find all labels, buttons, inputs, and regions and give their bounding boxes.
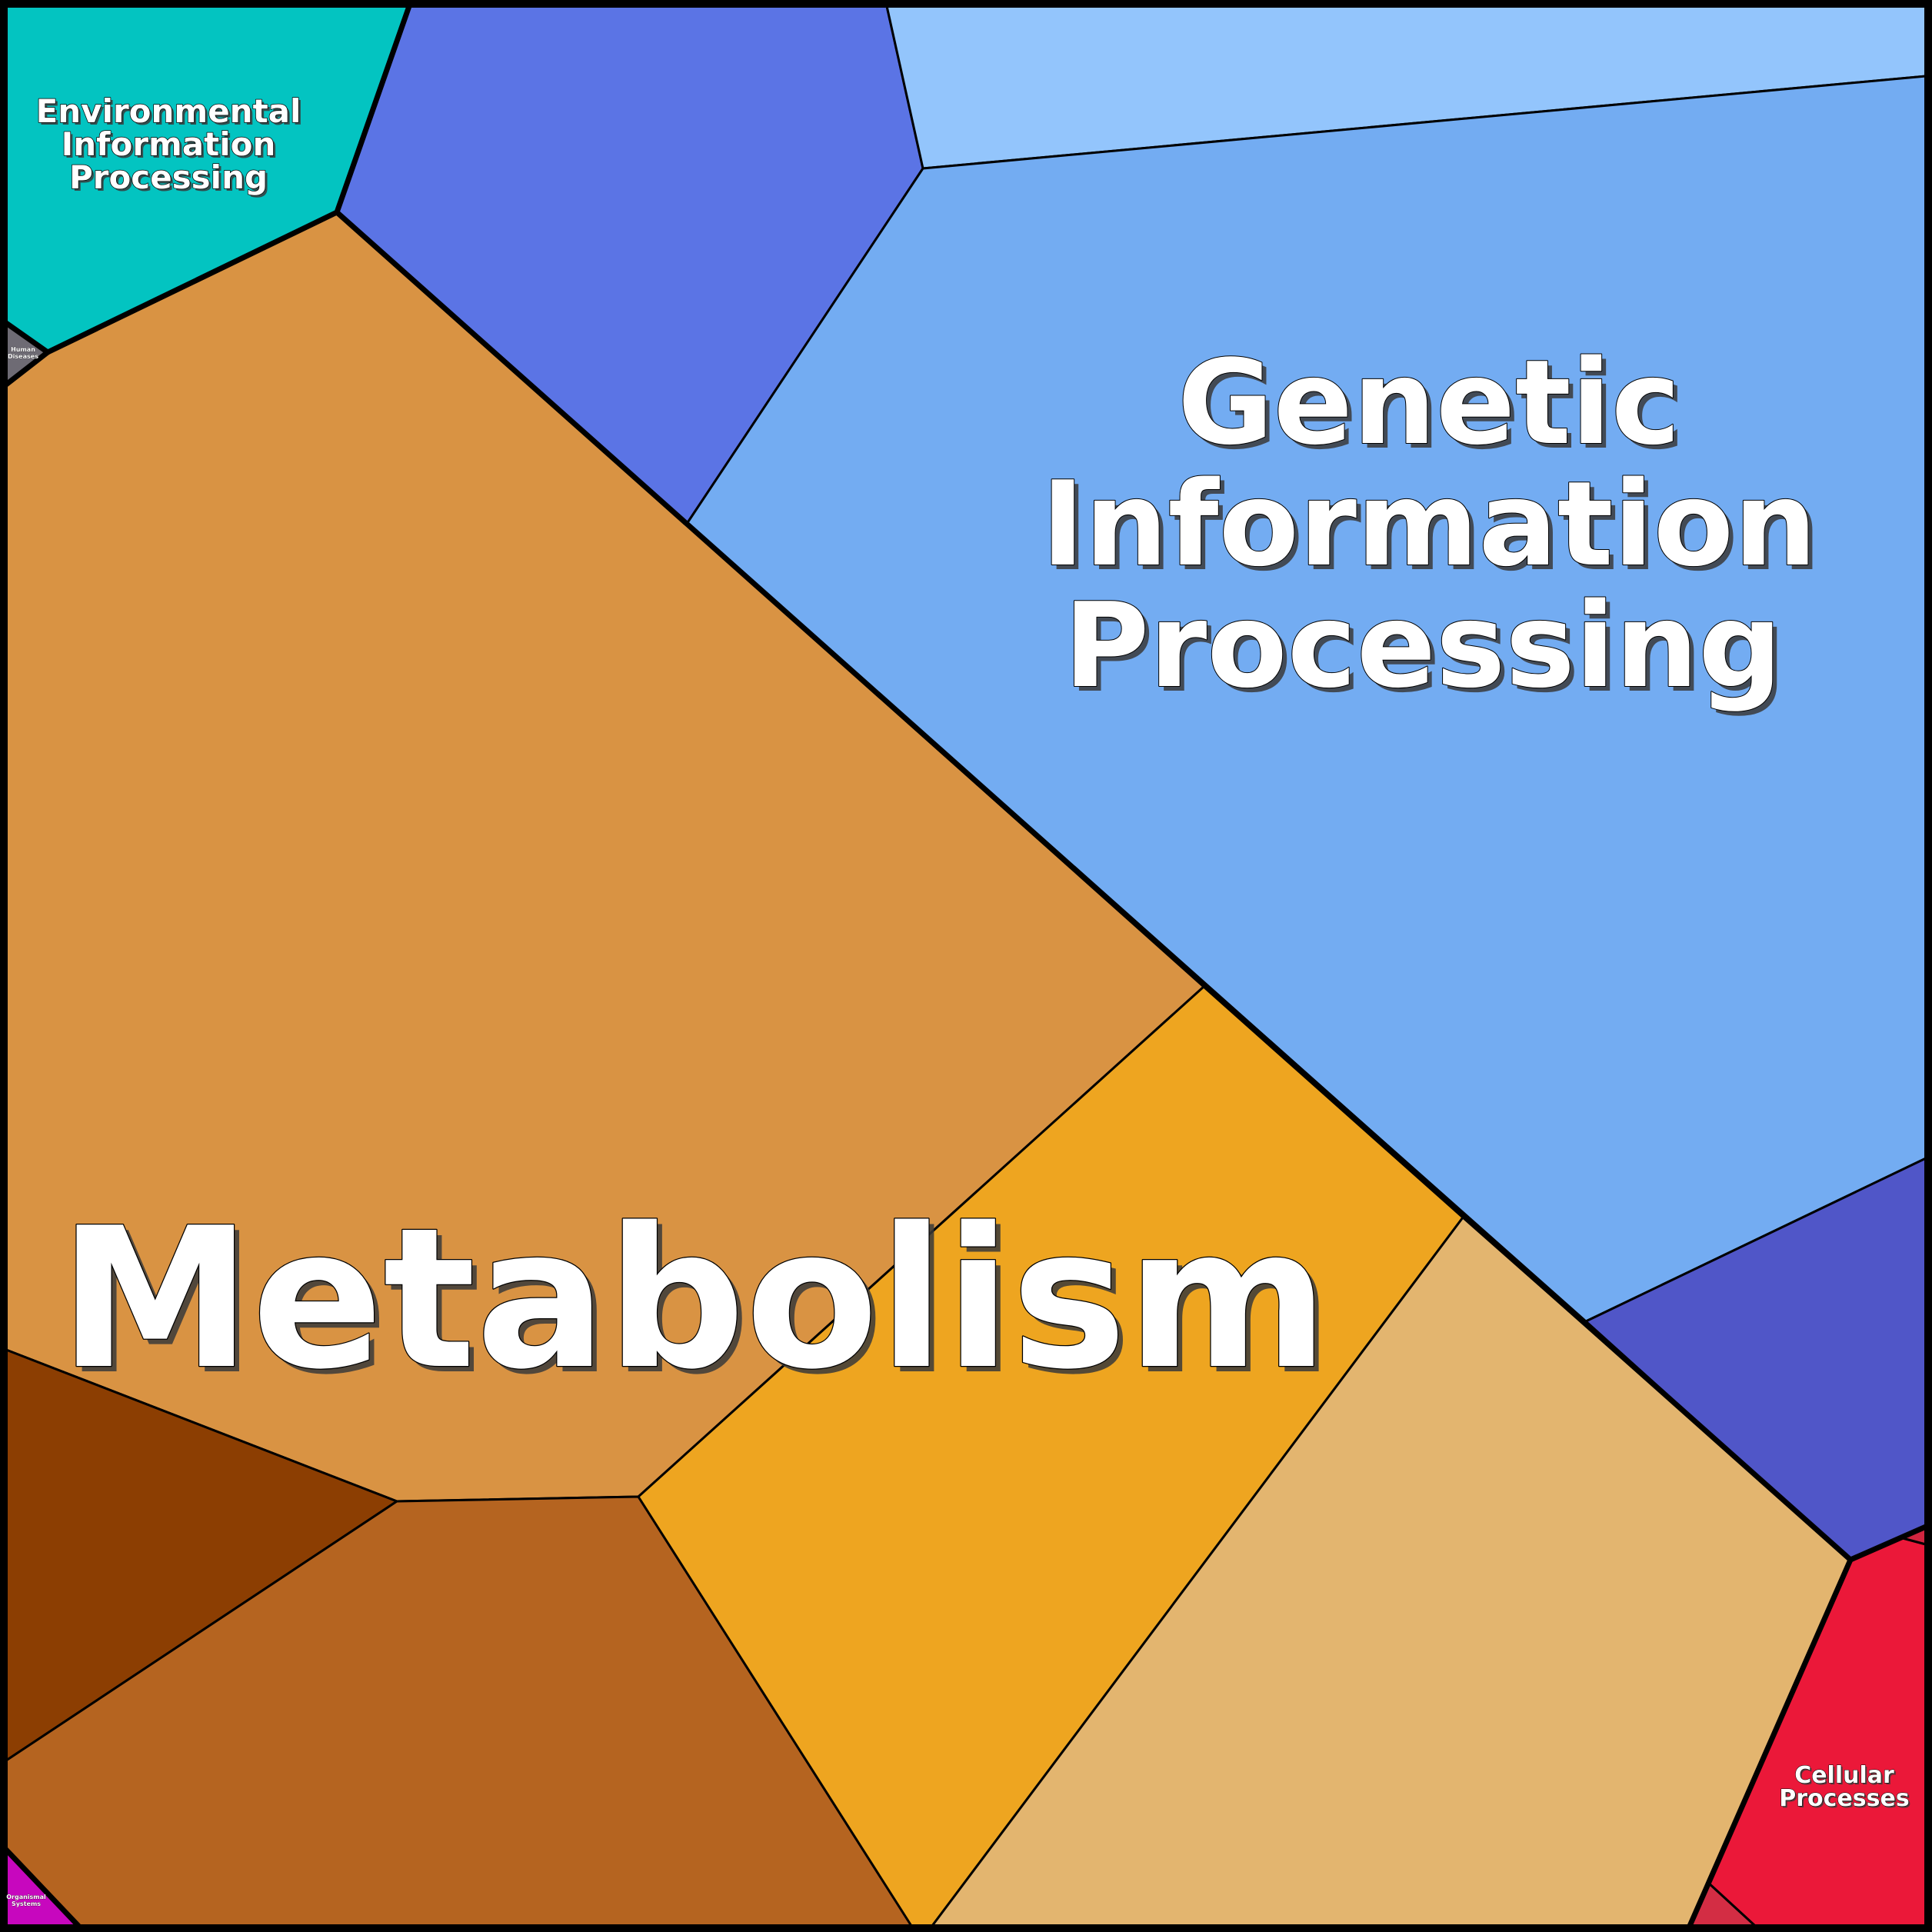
metabolism-label-shadow: Metabolism bbox=[64, 1192, 1334, 1417]
environmental-label: Environmental Environmental Information … bbox=[35, 92, 304, 198]
cellular-label-line1: Cellular bbox=[1794, 1762, 1894, 1789]
environmental-label-line2: Information bbox=[62, 125, 276, 163]
genetic-label-line2-shadow: Information bbox=[1046, 461, 1822, 597]
category-borders bbox=[3, 3, 1929, 1929]
cellular-label-line2: Processes bbox=[1779, 1785, 1909, 1812]
cellular-label-line1-shadow: Cellular bbox=[1796, 1764, 1896, 1790]
genetic-label-line3: Processing bbox=[1064, 578, 1782, 714]
human-diseases-label-line2: Diseases bbox=[8, 353, 38, 360]
cellular-label: Cellular Cellular Processes Processes bbox=[1779, 1762, 1911, 1814]
human-diseases-label: Human Diseases bbox=[8, 346, 39, 360]
human-diseases-label-line1: Human bbox=[11, 346, 35, 353]
genetic-label-line1: Genetic bbox=[1178, 335, 1681, 471]
border-human-diseases bbox=[3, 320, 51, 355]
genetic-label: Genetic Genetic Information Information … bbox=[1041, 334, 1822, 718]
metabolism-label-text: Metabolism bbox=[58, 1187, 1328, 1412]
environmental-label-line1: Environmental bbox=[36, 92, 301, 130]
organismal-systems-label-line1: Organismal bbox=[6, 1894, 46, 1900]
cellular-label-line2-shadow: Processes bbox=[1780, 1787, 1910, 1814]
genetic-label-line3-shadow: Processing bbox=[1068, 582, 1787, 718]
metabolism-label: Metabolism Metabolism bbox=[58, 1186, 1334, 1417]
genetic-group bbox=[335, 5, 1927, 1561]
border-organismal bbox=[3, 1847, 82, 1929]
border-environmental bbox=[3, 3, 412, 388]
genetic-label-line2: Information bbox=[1041, 456, 1817, 592]
environmental-label-line3-shadow: Processing bbox=[72, 161, 270, 198]
labels: Environmental Environmental Information … bbox=[6, 92, 1911, 1907]
border-cellular bbox=[1687, 1557, 1854, 1929]
metabolism-group bbox=[5, 211, 1852, 1927]
genetic-label-line1-shadow: Genetic bbox=[1182, 339, 1685, 475]
environmental-label-line2-shadow: Information bbox=[64, 128, 278, 165]
environmental-label-line3: Processing bbox=[69, 158, 268, 196]
organismal-systems-label: Organismal Systems bbox=[6, 1894, 46, 1907]
environmental-label-line1-shadow: Environmental bbox=[38, 95, 304, 132]
organismal-systems-label-line2: Systems bbox=[12, 1900, 41, 1907]
